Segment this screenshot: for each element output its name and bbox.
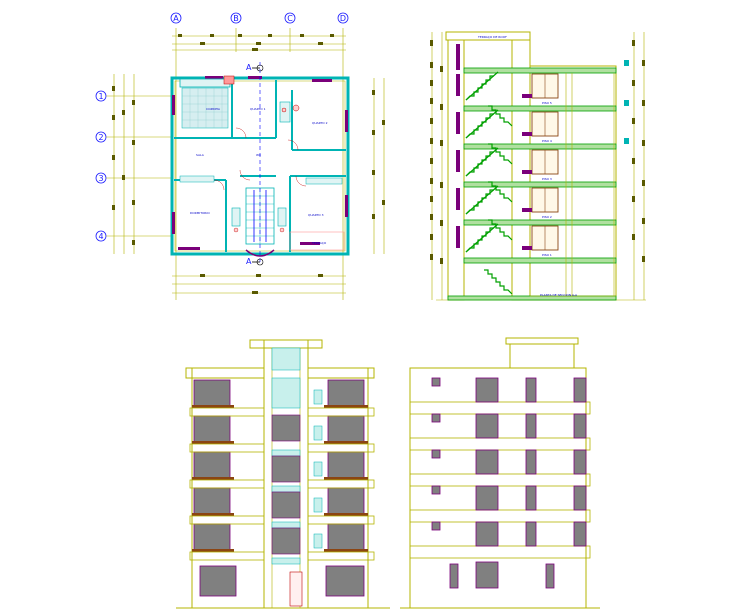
section-dimension-ticks bbox=[430, 40, 645, 264]
side-windows bbox=[431, 377, 587, 589]
grid-col-d: D bbox=[340, 14, 346, 23]
grid-column-markers: A B C D bbox=[170, 12, 349, 24]
room-label-quarto-2: QUARTO 2 bbox=[312, 121, 328, 125]
grid-row-markers: 1 2 3 4 bbox=[95, 90, 107, 242]
grid-col-c: C bbox=[287, 14, 293, 23]
room-label-cozinha: COZINHA bbox=[206, 107, 221, 111]
plan-walls bbox=[170, 75, 350, 257]
floor-label-3: PISO 3 bbox=[542, 177, 552, 181]
room-label-terraco: TERRAÇO bbox=[311, 241, 327, 245]
grid-row-2: 2 bbox=[98, 133, 103, 142]
floor-label-4: PISO 4 bbox=[542, 139, 552, 143]
side-elevation bbox=[400, 337, 600, 609]
grid-row-1: 1 bbox=[98, 92, 103, 101]
grid-row-3: 3 bbox=[98, 174, 103, 183]
front-right-windows bbox=[307, 379, 375, 597]
floor-label-1: PISO 1 bbox=[542, 253, 552, 257]
section-mark-bottom: A bbox=[246, 257, 252, 266]
building-section: TERRAÇO DE ROOF bbox=[430, 31, 646, 301]
floor-plan: A B C D 1 2 3 4 bbox=[95, 12, 385, 300]
floor-label-2: PISO 2 bbox=[542, 215, 552, 219]
room-label-sala: SALA bbox=[196, 153, 205, 157]
section-roof-label: TERRAÇO DE ROOF bbox=[477, 35, 507, 39]
room-label-quarto-3: QUARTO 3 bbox=[308, 213, 324, 217]
floor-label-5: PISO 5 bbox=[542, 101, 552, 105]
grid-row-4: 4 bbox=[98, 232, 103, 241]
section-mark-top: A bbox=[246, 63, 252, 72]
room-label-quarto-1: QUARTO 1 bbox=[250, 107, 266, 111]
front-elevation bbox=[176, 339, 390, 609]
front-left-windows bbox=[189, 379, 265, 597]
section-cut-marks: A A bbox=[246, 62, 264, 266]
section-ground-label: PLANTA DE SECCION A-A bbox=[540, 293, 578, 297]
grid-col-a: A bbox=[173, 14, 179, 23]
section-floor-labels: PISO 5 PISO 4 PISO 3 PISO 2 PISO 1 PLANT… bbox=[540, 101, 578, 297]
plan-dimension-ticks bbox=[112, 34, 385, 294]
plan-dimension-lines bbox=[106, 28, 385, 300]
section-slabs bbox=[447, 67, 617, 301]
kitchen-tile-floor bbox=[181, 87, 229, 129]
plan-room-labels: COZINHA QUARTO 1 QUARTO 2 SALA WC QUARTO… bbox=[190, 107, 328, 245]
grid-col-b: B bbox=[233, 14, 239, 23]
section-stair-flights bbox=[465, 71, 513, 295]
room-label-wc: WC bbox=[256, 153, 261, 157]
room-label-dormitorio: DORMITORIO bbox=[190, 211, 210, 215]
